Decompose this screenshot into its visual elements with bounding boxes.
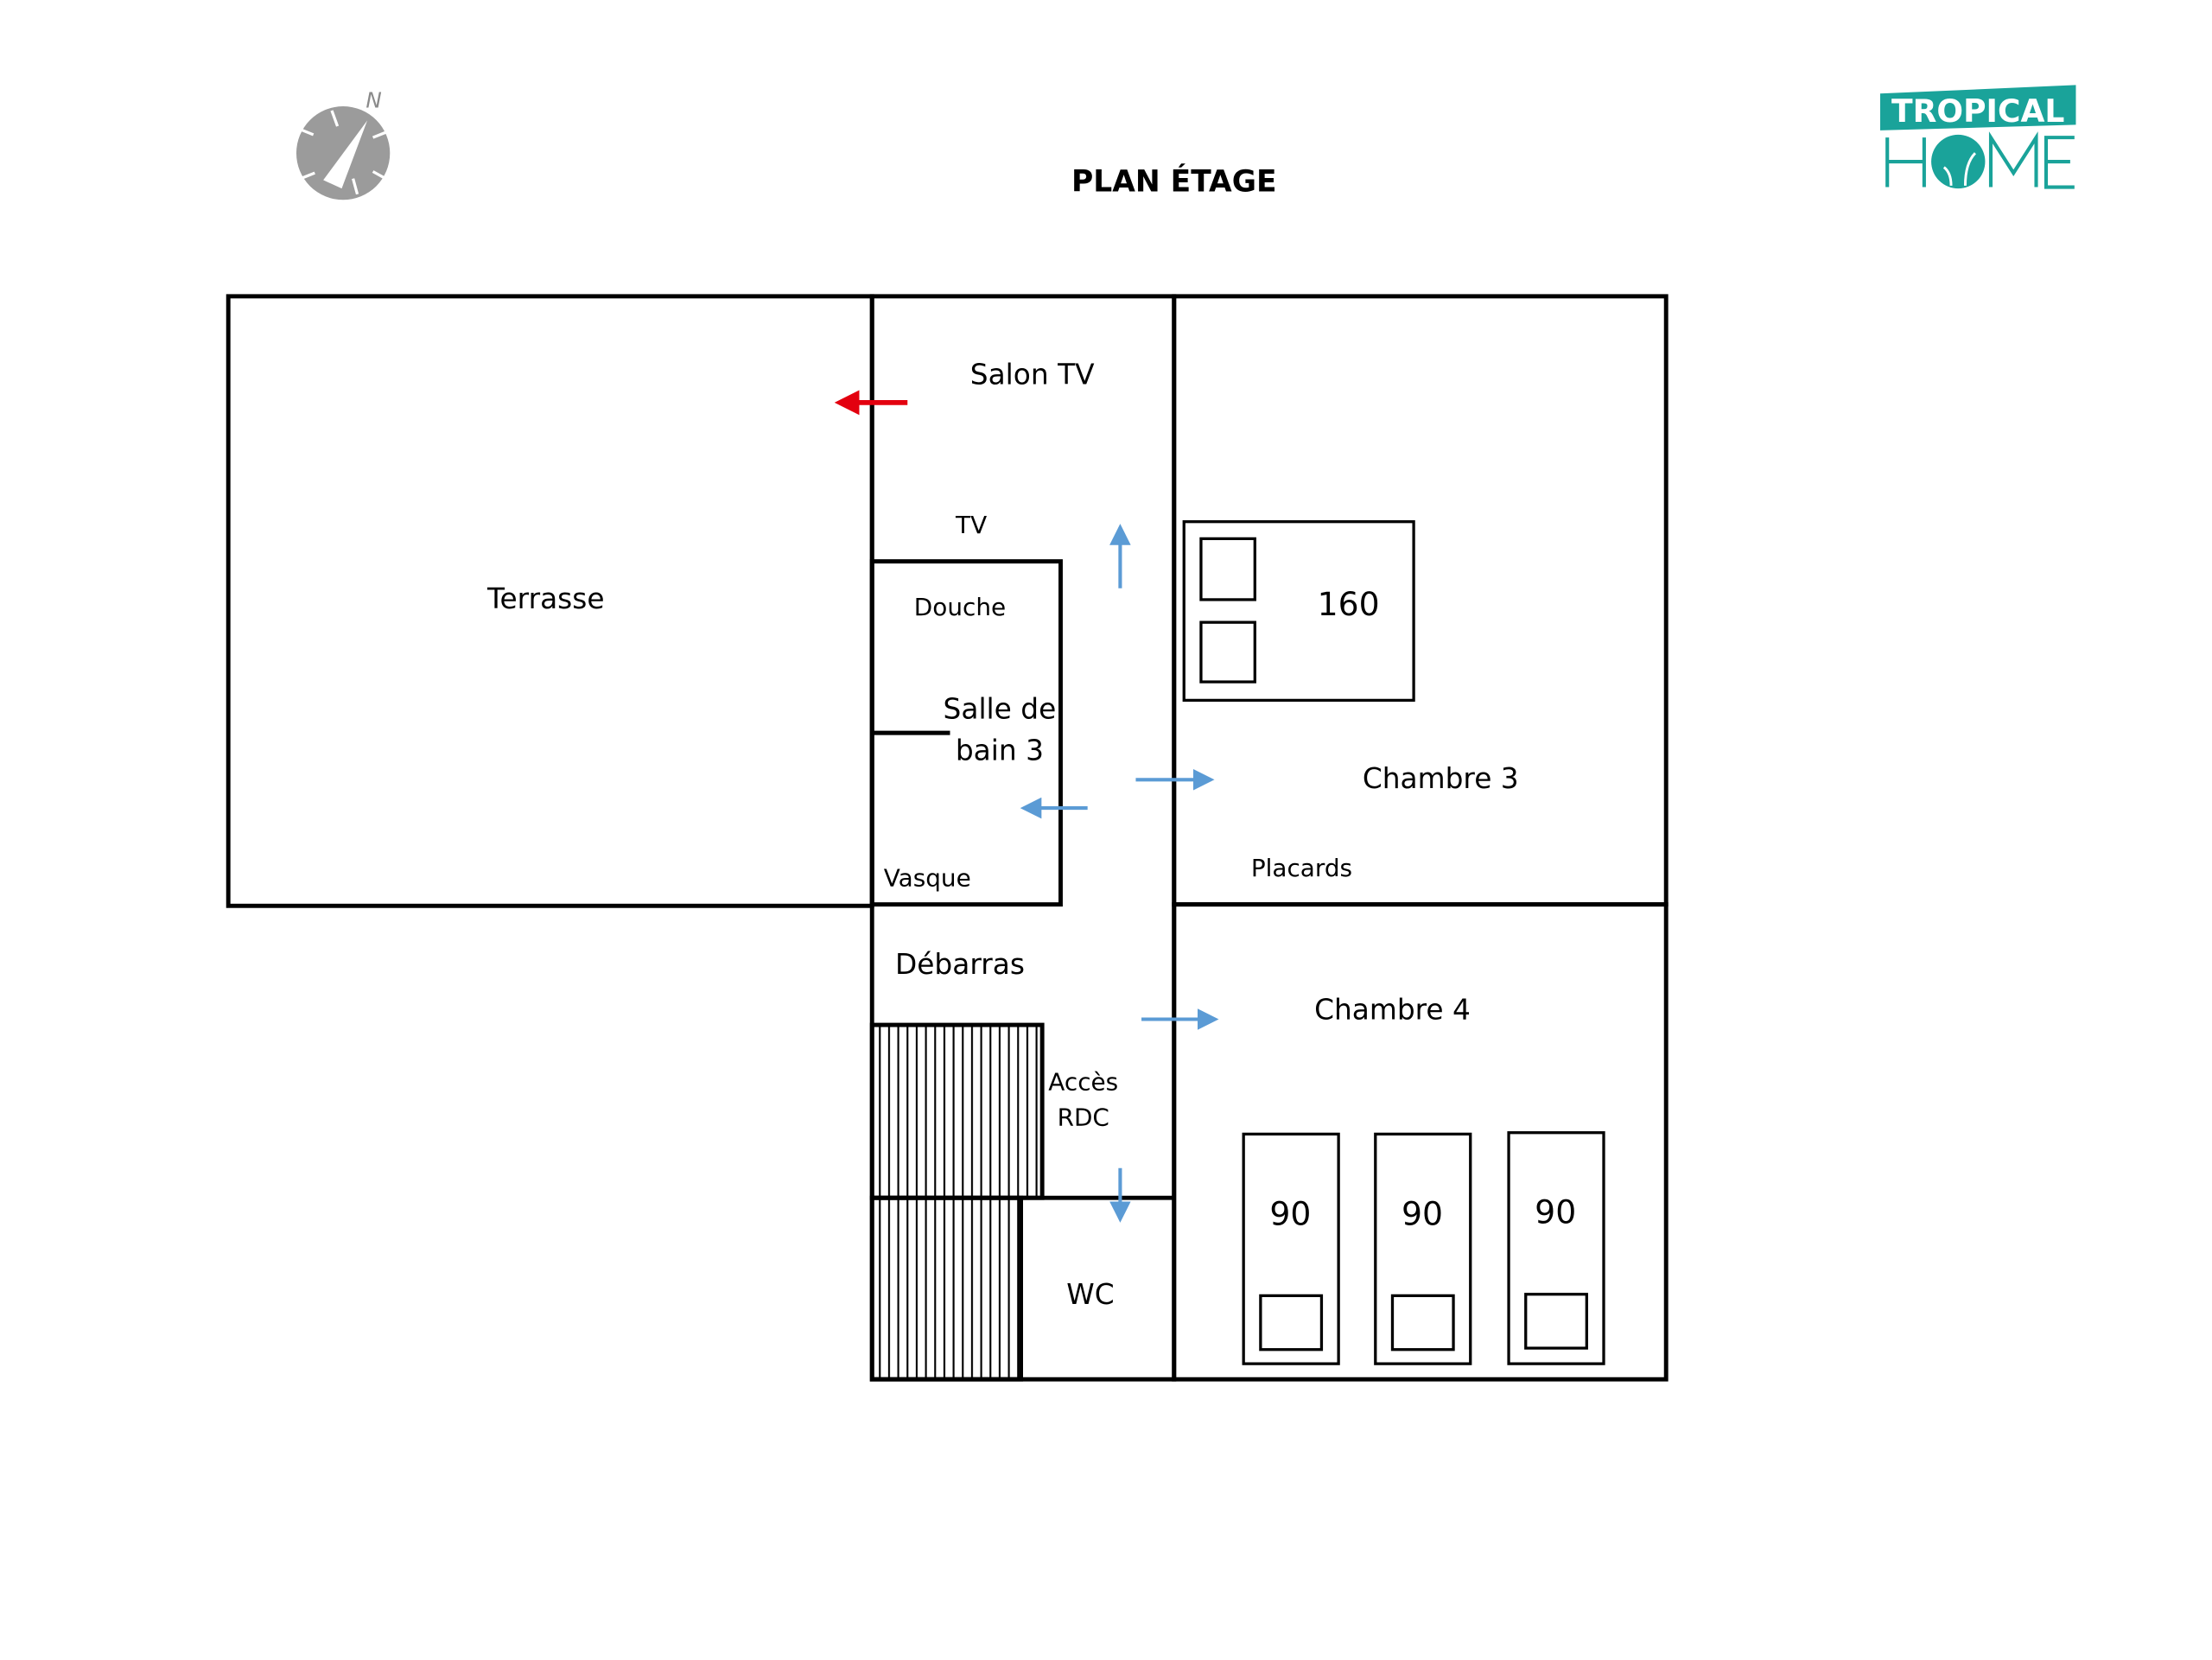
page-title: PLAN ÉTAGE xyxy=(1071,163,1276,199)
pillow xyxy=(1199,620,1256,684)
compass-icon: N xyxy=(296,88,391,200)
label-tv: TV xyxy=(955,511,987,539)
single-bed-size: 90 xyxy=(1402,1194,1443,1232)
tropical-home-logo: TROPICAL xyxy=(1880,85,2076,189)
label-salon-tv: Salon TV xyxy=(970,359,1095,391)
label-acces-line2: RDC xyxy=(1058,1103,1109,1132)
label-salle-de-bain-line2: bain 3 xyxy=(956,734,1044,766)
svg-text:TROPICAL: TROPICAL xyxy=(1891,93,2064,130)
single-bed: 90 xyxy=(1242,1132,1340,1365)
label-wc: WC xyxy=(1066,1278,1114,1311)
single-bed-size: 90 xyxy=(1269,1194,1311,1232)
label-salle-de-bain-line1: Salle de xyxy=(944,693,1057,726)
label-terrasse: Terrasse xyxy=(486,582,605,615)
chambre-4-room xyxy=(1172,902,1669,1382)
single-bed: 90 xyxy=(1374,1132,1472,1365)
label-placards: Placards xyxy=(1251,854,1352,882)
double-bed-size: 160 xyxy=(1318,585,1380,623)
label-chambre-3: Chambre 3 xyxy=(1363,762,1519,795)
single-bed-size: 90 xyxy=(1535,1193,1576,1231)
label-douche: Douche xyxy=(914,593,1006,621)
single-bed: 90 xyxy=(1507,1131,1605,1365)
label-acces-line1: Accès xyxy=(1048,1068,1118,1097)
staircase-upper xyxy=(869,1022,1045,1200)
compass-north-label: N xyxy=(365,88,381,113)
label-vasque: Vasque xyxy=(884,863,971,892)
staircase-lower xyxy=(869,1195,1023,1382)
pillow xyxy=(1199,537,1256,601)
label-chambre-4: Chambre 4 xyxy=(1314,994,1471,1027)
double-bed xyxy=(1182,520,1415,703)
label-debarras: Débarras xyxy=(895,948,1025,981)
